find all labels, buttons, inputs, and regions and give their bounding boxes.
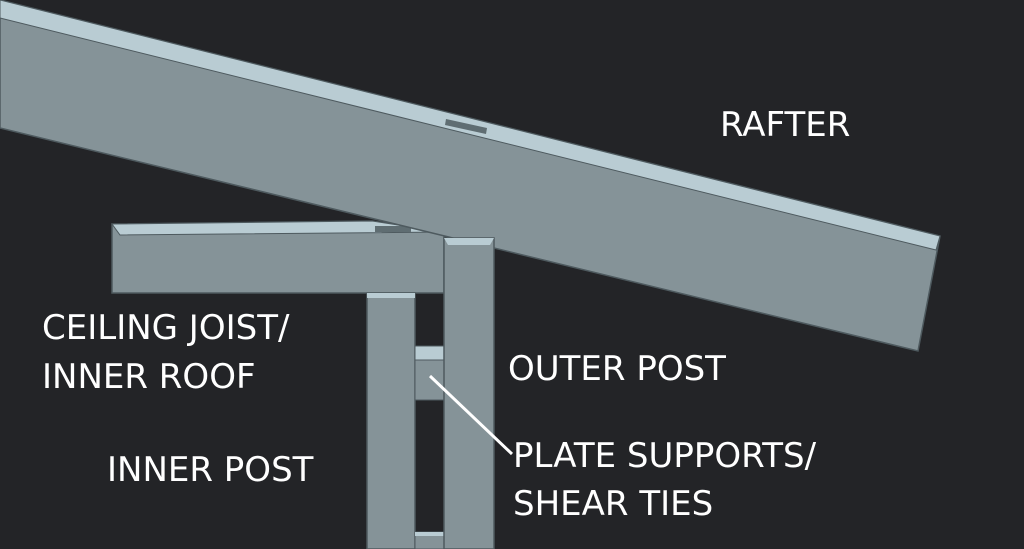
ceiling-joist-label-line1: CEILING JOIST/ <box>42 308 290 348</box>
outer-post-label: OUTER POST <box>508 349 726 389</box>
plate-supports-label-line1: PLATE SUPPORTS/ <box>513 436 817 476</box>
inner-post-label: INNER POST <box>107 450 314 490</box>
joist-slot <box>375 226 411 232</box>
plate-supports-leader <box>428 374 514 456</box>
plate-supports <box>414 345 448 549</box>
rafter <box>0 0 941 352</box>
ceiling-joist <box>111 220 445 294</box>
inner-post <box>366 292 416 549</box>
rafter-label: RAFTER <box>720 105 851 145</box>
plate-supports-label-line2: SHEAR TIES <box>513 484 714 524</box>
rafter-slot <box>445 119 487 134</box>
ceiling-joist-label-line2: INNER ROOF <box>42 357 256 397</box>
outer-post <box>443 237 495 549</box>
